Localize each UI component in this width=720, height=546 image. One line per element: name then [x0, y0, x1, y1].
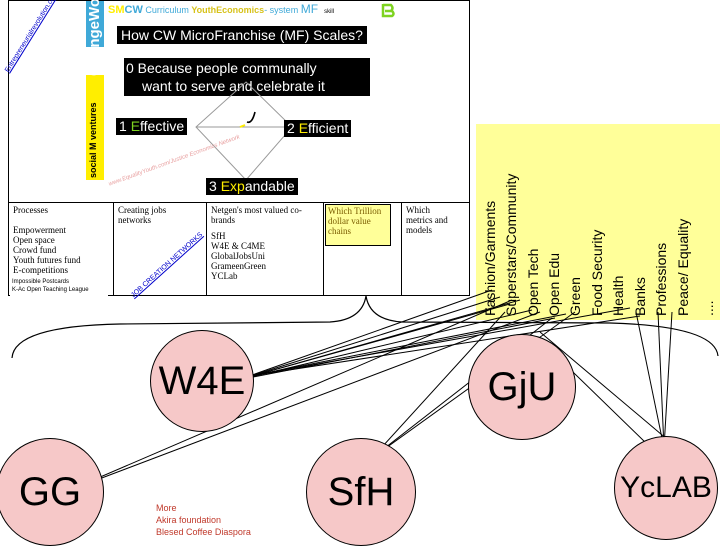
topic-label: Professions: [653, 242, 669, 316]
processes-item: Open space: [13, 235, 55, 245]
processes-item: Youth futures fund: [13, 255, 81, 265]
node-w4e-label: W4E: [158, 358, 246, 403]
table-col-divider-4: [401, 202, 402, 296]
point3-box: 3 Expandable: [206, 178, 298, 195]
question-text: How CW MicroFranchise (MF) Scales?: [121, 27, 363, 43]
node-yclab-label: YcLAB: [620, 471, 712, 504]
header-curriculum: Curriculum: [142, 5, 192, 15]
value-chains-line1: Which Trillion: [328, 206, 382, 216]
cobrand-item: W4E & C4ME: [211, 241, 265, 251]
point2-rest: fficient: [308, 120, 349, 136]
table-col-divider-3: [323, 202, 324, 296]
topic-label: Green: [567, 277, 583, 316]
jobs-title2: networks: [118, 215, 151, 225]
footer-line1: More: [156, 503, 177, 513]
cobrands-column: Netgen's most valued co- brands SfH W4E …: [211, 205, 321, 281]
node-sfh-label: SfH: [327, 469, 395, 514]
value-chains-box: Which Trillion dollar value chains: [325, 204, 391, 246]
cobrand-item: YCLab: [211, 271, 238, 281]
topic-label: Superstars/Community: [503, 173, 519, 316]
point1-rest: ffective: [140, 118, 185, 134]
footer-line2: Akira foundation: [156, 515, 222, 525]
cobrand-item: GrameenGreen: [211, 261, 266, 271]
footer-line3: Blesed Coffee Diaspora: [156, 527, 251, 537]
topic-label: Open Edu: [546, 252, 562, 316]
node-gg: GG: [0, 438, 104, 546]
metrics-line2: metrics and: [406, 215, 448, 225]
cobrand-item: SfH: [211, 231, 226, 241]
topic-panel: [476, 124, 720, 320]
table-col-divider-1: [113, 202, 114, 296]
point3-E: Exp: [220, 178, 245, 194]
topic-label: Health: [610, 275, 626, 316]
processes-title: Processes: [13, 205, 48, 215]
point0-line1: 0 Because people communally: [126, 60, 317, 76]
topic-label: Fashion/Garments: [482, 200, 498, 316]
node-sfh: SfH: [306, 438, 416, 546]
processes-item: Crowd fund: [13, 245, 57, 255]
node-w4e: W4E: [150, 330, 254, 432]
point2-num: 2: [287, 120, 299, 136]
value-chains-line3: chains: [328, 226, 351, 236]
processes-column: Processes Empowerment Open space Crowd f…: [13, 205, 109, 275]
point2-E: E: [298, 120, 309, 136]
topic-label: Open Tech: [525, 248, 541, 316]
point2-box: 2 Efficient: [284, 120, 352, 137]
jobs-title1: Creating jobs: [118, 205, 167, 215]
point0-box: 0 Because people communally want to serv…: [124, 58, 370, 96]
value-chains-line2: dollar value: [328, 216, 371, 226]
topic-label: Food Security: [589, 229, 605, 316]
point1-num: 1: [119, 118, 131, 134]
cobrands-title1: Netgen's most valued co-: [211, 205, 302, 215]
vertical-stripe: [86, 1, 104, 180]
processes-note-box: Impossible Postcards K-Ac Open Teaching …: [10, 277, 108, 296]
header-youth: YouthEconomics: [191, 5, 265, 15]
topic-label: ....: [700, 300, 716, 316]
metrics-line1: Which: [406, 205, 430, 215]
point1-box: 1 Effective: [116, 118, 188, 135]
node-gju-label: GjU: [487, 364, 557, 409]
node-yclab: YcLAB: [614, 436, 718, 540]
header-cw: CW: [124, 4, 143, 16]
topic-label: Banks: [632, 277, 648, 316]
header-skill: skill: [324, 9, 335, 15]
topic-label: Peace/ Equality: [675, 218, 691, 316]
stripe-vertical-text: social M ventures: [88, 102, 98, 178]
cobrands-title2: brands: [211, 215, 235, 225]
header-sm: SM: [108, 4, 125, 16]
header-mf: MF: [300, 2, 319, 16]
table-col-divider-2: [206, 202, 207, 296]
point3-rest: andable: [244, 178, 295, 194]
table-top-line: [8, 202, 470, 203]
processes-note1: Impossible Postcards: [12, 279, 70, 285]
point3-num: 3: [209, 178, 221, 194]
header-line: SMCW Curriculum YouthEconomics- system M…: [108, 2, 334, 16]
cobrand-item: GlobalJobsUni: [211, 251, 265, 261]
jobs-column: Creating jobs networks: [118, 205, 204, 225]
logo-icon: [380, 2, 396, 18]
node-gg-label: GG: [18, 469, 82, 514]
node-gju: GjU: [468, 334, 576, 440]
processes-note2: K-Ac Open Teaching League: [12, 287, 89, 293]
point1-E: E: [130, 118, 141, 134]
processes-item: E-competitions: [13, 265, 68, 275]
processes-item: Empowerment: [13, 225, 66, 235]
header-system: - system: [264, 5, 301, 15]
metrics-column: Which metrics and models: [406, 205, 468, 235]
metrics-line3: models: [406, 225, 432, 235]
question-box: How CW MicroFranchise (MF) Scales?: [117, 26, 367, 44]
stripe-brand-text: ChangeWorld: [86, 0, 103, 76]
point0-line2: want to serve and celebrate it: [142, 78, 325, 94]
footer-note: More Akira foundation Blesed Coffee Dias…: [156, 502, 251, 538]
